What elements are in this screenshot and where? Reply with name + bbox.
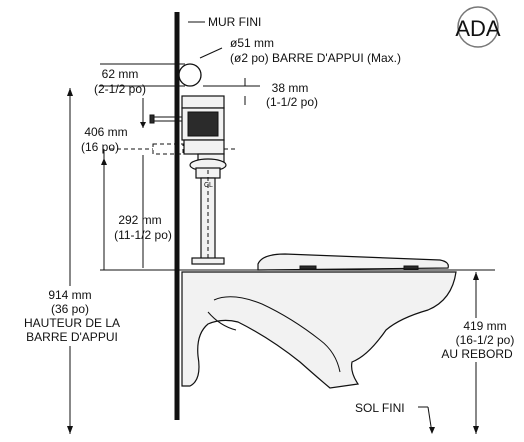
dim-292-inch: (11-1/2 po) [114, 228, 172, 242]
dim-406-mm: 406 mm [84, 125, 127, 139]
dim-914-mm: 914 mm [48, 288, 91, 302]
dim-914-label-2: BARRE D'APPUI [26, 330, 118, 344]
dim-62-mm: 62 mm [102, 67, 139, 81]
finished-wall: MUR FINI [174, 12, 261, 420]
grab-bar: ø51 mm (ø2 po) BARRE D'APPUI (Max.) [178, 36, 401, 87]
dim-914-label-1: HAUTEUR DE LA [24, 316, 120, 330]
dim-914-inch: (36 po) [51, 302, 89, 316]
finished-floor: SOL FINI [355, 401, 435, 434]
dimension-419mm: 419 mm (16-1/2 po) AU REBORD [441, 272, 514, 434]
grab-bar-mm: ø51 mm [230, 36, 274, 50]
dim-419-inch: (16-1/2 po) [456, 333, 515, 347]
dimension-406mm: 406 mm (16 po) [81, 98, 146, 268]
dimension-62mm: 62 mm (2-1/2 po) [94, 63, 185, 96]
dimension-38mm: 38 mm (1-1/2 po) [203, 78, 318, 109]
supply-line [110, 143, 236, 155]
wall-label: MUR FINI [208, 15, 261, 29]
floor-label: SOL FINI [355, 401, 405, 415]
toilet-bowl [181, 271, 457, 389]
dim-62-inch: (2-1/2 po) [94, 82, 146, 96]
grab-bar-inch: (ø2 po) BARRE D'APPUI (Max.) [230, 51, 401, 65]
dim-406-inch: (16 po) [81, 140, 119, 154]
dim-38-mm: 38 mm [272, 81, 309, 95]
ada-logo-text: ADA [455, 16, 501, 41]
dim-419-mm: 419 mm [463, 319, 506, 333]
dim-292-mm: 292 mm [118, 213, 161, 227]
toilet-seat [180, 253, 460, 271]
dim-38-inch: (1-1/2 po) [266, 95, 318, 109]
dimension-914mm: 914 mm (36 po) HAUTEUR DE LA BARRE D'APP… [24, 88, 120, 434]
flush-tube: CL [191, 167, 225, 265]
dim-419-label: AU REBORD [441, 347, 513, 361]
centerline-label: CL [204, 182, 213, 189]
ada-logo: ADA [455, 6, 501, 48]
flush-valve [149, 95, 227, 172]
dimension-292mm: 292 mm (11-1/2 po) [100, 149, 495, 271]
